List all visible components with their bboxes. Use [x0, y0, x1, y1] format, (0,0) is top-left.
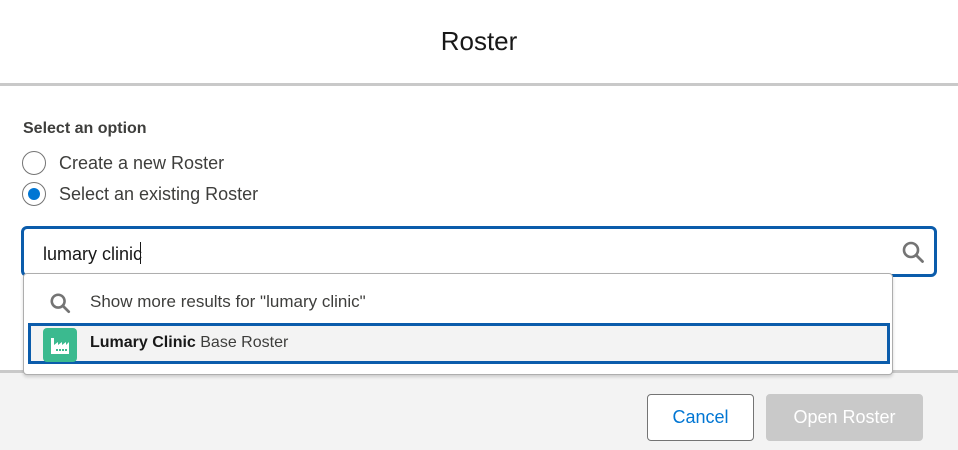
- radio-button[interactable]: [22, 182, 46, 206]
- result-item-lumary-clinic-base-roster[interactable]: Lumary Clinic Base Roster: [28, 323, 890, 364]
- search-icon: [50, 293, 71, 314]
- radio-button[interactable]: [22, 151, 46, 175]
- radio-create-new-roster[interactable]: Create a new Roster: [22, 151, 224, 175]
- show-more-results-label: Show more results for "lumary clinic": [90, 292, 366, 311]
- roster-search-input[interactable]: lumary clinic: [21, 226, 937, 277]
- result-match-text: Lumary Clinic: [90, 334, 196, 351]
- open-roster-button[interactable]: Open Roster: [766, 394, 923, 441]
- modal-header: Roster: [0, 0, 958, 83]
- factory-icon: [43, 328, 77, 362]
- radio-label: Select an existing Roster: [59, 183, 259, 204]
- search-input-value: lumary clinic: [43, 244, 143, 264]
- radio-selected-dot: [28, 188, 40, 200]
- header-divider: [0, 83, 958, 86]
- modal-title: Roster: [440, 25, 518, 56]
- search-results-dropdown: Show more results for "lumary clinic" Lu…: [23, 273, 893, 375]
- text-caret: [140, 242, 142, 264]
- result-rest-text: Base Roster: [195, 334, 289, 351]
- show-more-results-option[interactable]: Show more results for "lumary clinic": [24, 280, 892, 322]
- option-legend: Select an option: [23, 120, 147, 137]
- radio-select-existing-roster[interactable]: Select an existing Roster: [22, 182, 258, 206]
- cancel-button[interactable]: Cancel: [647, 394, 754, 441]
- modal-footer: Cancel Open Roster: [0, 370, 958, 450]
- search-icon[interactable]: [901, 240, 925, 264]
- radio-label: Create a new Roster: [59, 152, 225, 173]
